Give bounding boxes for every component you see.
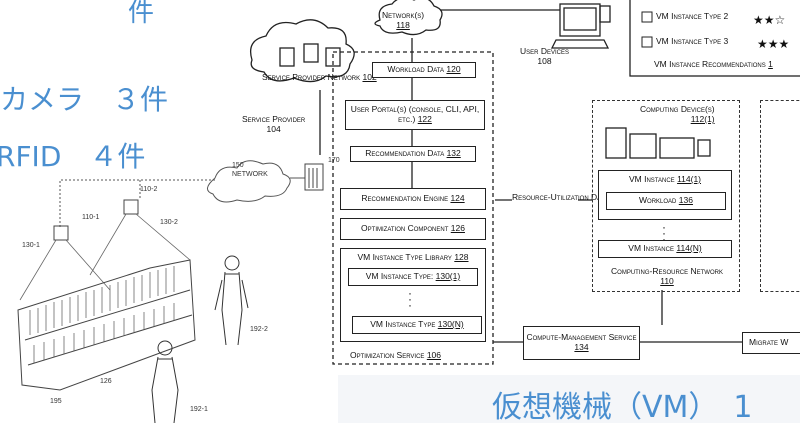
compute-management-box: Compute-Management Service 134	[523, 326, 640, 360]
network-label: NETWORK	[232, 171, 268, 178]
vm-ellipsis: ···	[662, 220, 666, 246]
computing-devices-label: Computing Device(s)112(1)	[640, 104, 715, 125]
title-band	[338, 375, 800, 423]
vm-instance-n-box: VM Instance 114(N)	[598, 240, 732, 258]
vm-instance-type-1-box: VM Instance Type: 130(1)	[348, 268, 478, 286]
ref-110-1: 110-1	[82, 214, 100, 221]
jp-ken-top: 件	[128, 0, 155, 28]
networks-label: Network(s)118	[382, 10, 425, 31]
vm-type2-label: VM Instance Type 2	[656, 11, 729, 21]
ref-192-1: 192-1	[190, 406, 208, 413]
vm-type3-label: VM Instance Type 3	[656, 36, 729, 46]
jp-rfid-count: RFID ４件	[0, 140, 146, 173]
ref-130-1: 130-1	[22, 242, 40, 249]
ref-195: 195	[50, 398, 62, 405]
computing-resource-network-frame	[592, 100, 740, 292]
recommendation-data-box: Recommendation Data 132	[350, 146, 476, 162]
ref-130-2: 130-2	[160, 219, 178, 226]
ref-192-2: 192-2	[250, 326, 268, 333]
service-provider-network-label: Service Provider Network 102	[262, 72, 377, 82]
second-network-frame-partial	[760, 100, 800, 292]
jp-camera-count: カメラ ３件	[0, 83, 169, 116]
ref-150: 150	[232, 162, 244, 169]
jp-vm-title: 仮想機械（VM） 1	[492, 390, 753, 425]
vm-recommendations-label: VM Instance Recommendations 1	[654, 59, 773, 69]
ref-110-2: 110-2	[140, 186, 158, 193]
vm-instance-type-n-box: VM Instance Type 130(N)	[352, 316, 482, 334]
recommendation-engine-box: Recommendation Engine 124	[340, 188, 486, 210]
ellipsis-dots: ···	[408, 286, 412, 312]
svg-text:★★☆: ★★☆	[753, 13, 785, 27]
svg-text:★★★: ★★★	[757, 37, 789, 51]
optimization-service-label: Optimization Service 106	[350, 350, 441, 360]
ref-126: 126	[100, 378, 112, 385]
user-portal-box: User Portal(s) (console, CLI, API, etc.)…	[345, 100, 485, 130]
migrate-box: Migrate W	[742, 332, 800, 354]
optimization-component-box: Optimization Component 126	[340, 218, 486, 240]
store-shelf-sketch	[17, 160, 324, 423]
workload-data-box: Workload Data 120	[372, 62, 476, 78]
workload-box: Workload 136	[606, 192, 726, 210]
ref-170: 170	[328, 157, 340, 164]
